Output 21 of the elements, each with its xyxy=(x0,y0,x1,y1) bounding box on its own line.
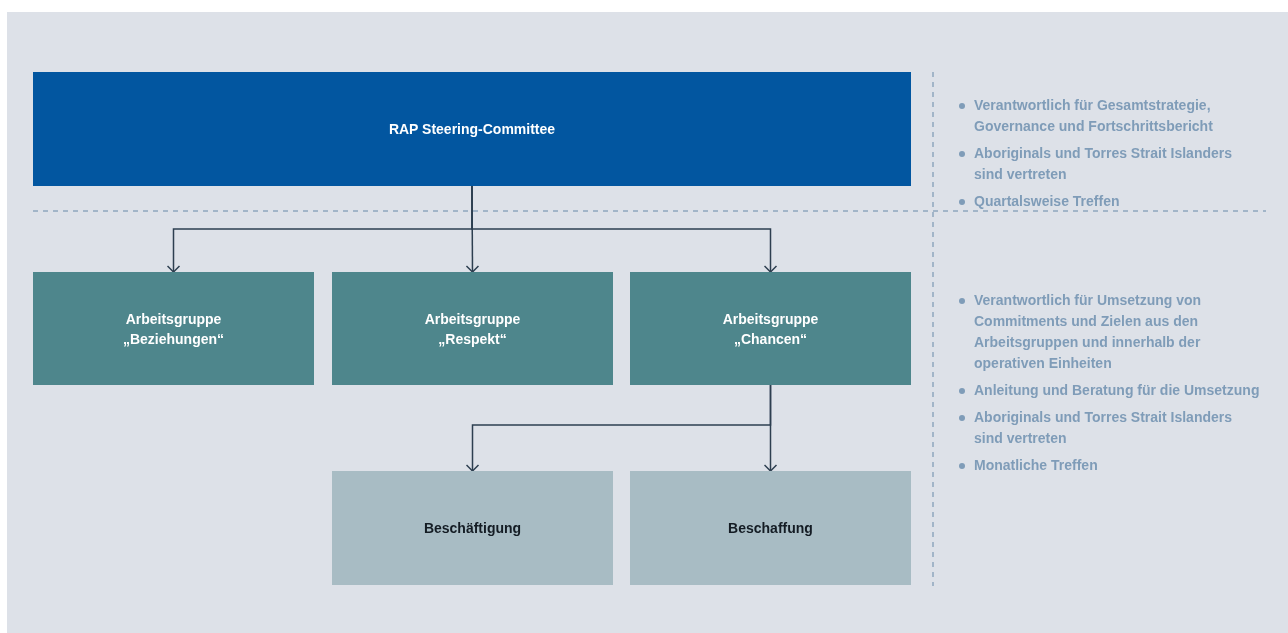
box-title: Arbeitsgruppe „Chancen“ xyxy=(721,309,820,349)
bullet-note: Anleitung und Beratung für die Umsetzung xyxy=(974,381,1261,400)
connector-arrow xyxy=(763,384,778,472)
box-title: RAP Steering-Committee xyxy=(388,120,556,139)
org-box xyxy=(332,272,613,385)
bullet-note: Verantwortlich für Umsetzung von Commitments und Zielen aus den Arbeitsgruppen und innerhalb der operativen Einheiten xyxy=(974,291,1203,373)
bullet-note: Verantwortlich für Gesamtstrategie, Governance und Fortschrittsbericht xyxy=(974,96,1214,136)
org-box xyxy=(33,272,314,385)
org-box xyxy=(630,471,911,585)
box-title: Beschäftigung xyxy=(423,519,522,538)
bullet-note: Monatliche Treffen xyxy=(974,456,1099,475)
org-box xyxy=(33,72,911,186)
bullet-note: Quartalsweise Treffen xyxy=(974,192,1121,211)
bullet-note: Aboriginals und Torres Strait Islanders sind vertreten xyxy=(974,408,1233,448)
bullet-note: Aboriginals und Torres Strait Islanders sind vertreten xyxy=(974,144,1233,184)
connector-arrow xyxy=(471,185,778,273)
org-box xyxy=(630,272,911,385)
box-title: Arbeitsgruppe „Beziehungen“ xyxy=(121,309,226,349)
org-box xyxy=(332,471,613,585)
box-title: Arbeitsgruppe „Respekt“ xyxy=(423,309,522,349)
box-title: Beschaffung xyxy=(728,519,813,538)
